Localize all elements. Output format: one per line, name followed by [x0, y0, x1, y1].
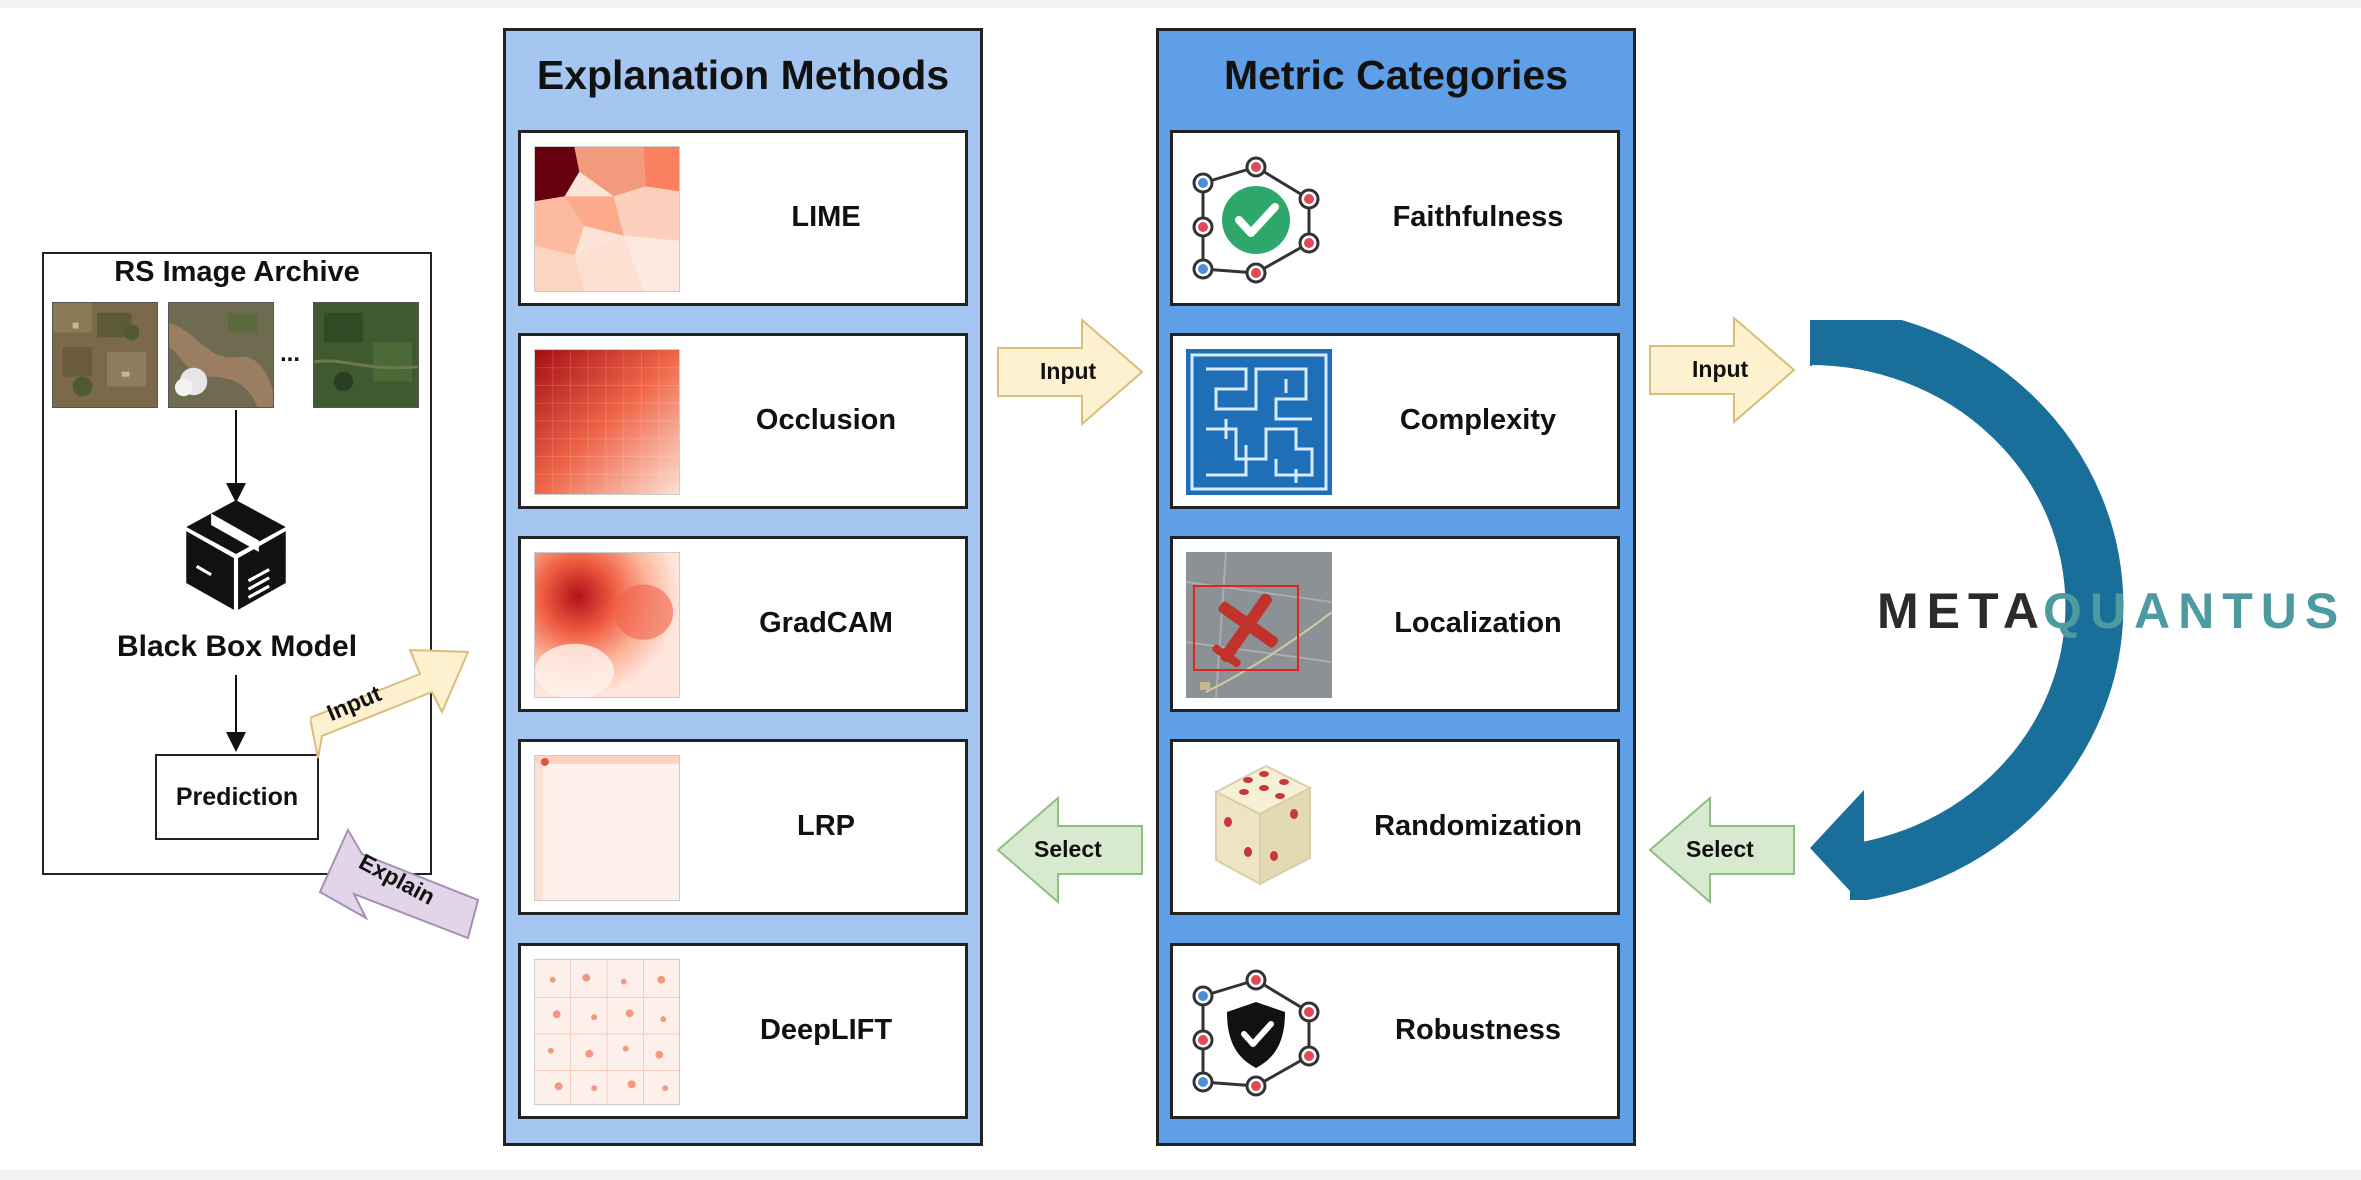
- method-card-gradcam: GradCAM: [518, 536, 968, 712]
- select-arrow-right: [1648, 796, 1795, 904]
- archive-title: RS Image Archive: [114, 256, 360, 288]
- metric-label-localization: Localization: [1394, 607, 1562, 639]
- method-label-lrp: LRP: [797, 810, 855, 842]
- method-card-lrp: LRP: [518, 739, 968, 915]
- deeplift-heatmap: [534, 959, 680, 1105]
- method-label-deeplift: DeepLIFT: [759, 1014, 893, 1046]
- brand-quantus-text: QUANTUS: [2043, 583, 2347, 639]
- select-arrow-middle: [996, 796, 1143, 904]
- method-card-deeplift: DeepLIFT: [518, 943, 968, 1119]
- black-box-model-label: Black Box Model: [116, 630, 358, 663]
- metric-label-randomization: Randomization: [1374, 810, 1582, 842]
- network-shield-icon: [1192, 969, 1320, 1097]
- more-images-ellipsis: ...: [280, 340, 301, 367]
- metric-card-robustness: Robustness: [1170, 943, 1620, 1119]
- metric-card-complexity: Complexity: [1170, 333, 1620, 509]
- metric-card-localization: Localization: [1170, 536, 1620, 712]
- input-label-right: Input: [1692, 356, 1749, 382]
- method-card-occlusion: Occlusion: [518, 333, 968, 509]
- input-arrow-right: [1649, 316, 1796, 424]
- brand-meta-text: META: [1877, 583, 2047, 639]
- method-label-occlusion: Occlusion: [755, 404, 897, 436]
- satellite-thumbnail-3: [313, 302, 419, 408]
- metric-categories-title: Metric Categories: [1223, 52, 1569, 98]
- airplane-bbox-icon: [1186, 552, 1332, 698]
- method-label-lime: LIME: [791, 201, 861, 233]
- select-label-middle: Select: [1034, 836, 1102, 862]
- input-arrow-middle: [997, 318, 1144, 426]
- metric-card-randomization: Randomization: [1170, 739, 1620, 915]
- prediction-box: Prediction: [155, 754, 319, 840]
- metric-label-robustness: Robustness: [1395, 1014, 1561, 1046]
- dice-icon: [1213, 764, 1313, 886]
- metaquantus-arc: [1809, 320, 2124, 900]
- explain-arrow-diagonal: [318, 827, 480, 940]
- explanation-methods-title: Explanation Methods: [536, 52, 950, 98]
- prediction-label: Prediction: [175, 782, 299, 811]
- top-border: [0, 0, 2361, 8]
- input-arrow-diagonal: [310, 648, 470, 759]
- occlusion-heatmap: [534, 349, 680, 495]
- metric-label-faithfulness: Faithfulness: [1392, 201, 1564, 233]
- network-check-icon: [1192, 156, 1320, 284]
- select-label-right: Select: [1686, 836, 1754, 862]
- satellite-thumbnail-1: [52, 302, 158, 408]
- maze-icon: [1186, 349, 1332, 495]
- metric-label-complexity: Complexity: [1399, 404, 1557, 436]
- metric-card-faithfulness: Faithfulness: [1170, 130, 1620, 306]
- gradcam-heatmap: [534, 552, 680, 698]
- satellite-thumbnail-2: [168, 302, 274, 408]
- lrp-heatmap: [534, 755, 680, 901]
- bottom-border: [0, 1170, 2361, 1180]
- lime-heatmap: [534, 146, 680, 292]
- method-card-lime: LIME: [518, 130, 968, 306]
- method-label-gradcam: GradCAM: [759, 607, 893, 639]
- black-box-icon: [186, 500, 286, 610]
- input-label-middle: Input: [1040, 358, 1097, 384]
